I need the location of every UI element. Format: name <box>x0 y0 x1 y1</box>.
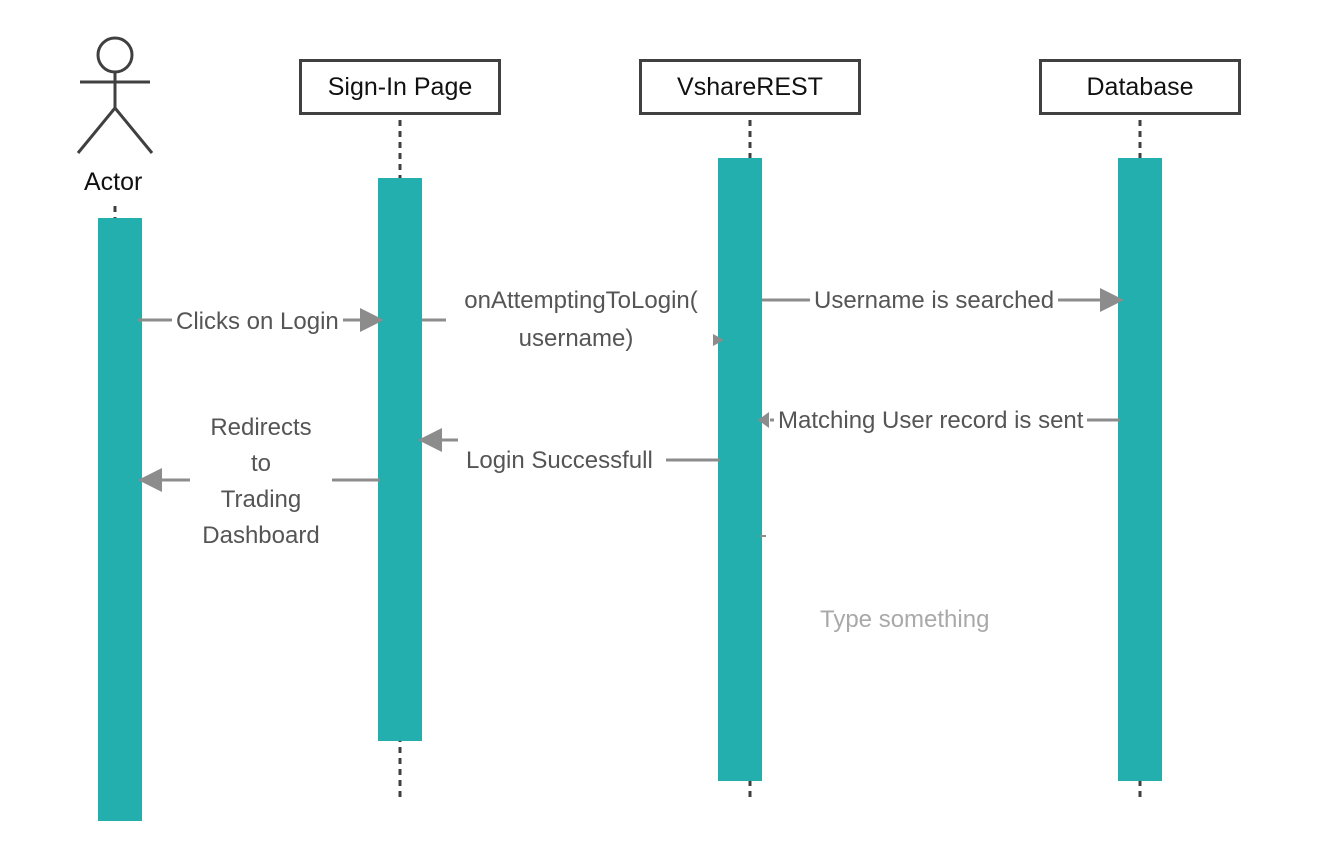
signin-activation-bar <box>378 178 422 741</box>
arrowhead-left-icon <box>418 428 442 452</box>
arrowhead-left-icon <box>758 412 769 428</box>
message-line: Redirects <box>210 414 312 441</box>
message-line: onAttemptingToLogin( <box>464 287 698 314</box>
vshare-activation-bar <box>718 158 762 781</box>
text-placeholder[interactable]: Type something <box>820 606 990 633</box>
participant-label: Database <box>1086 72 1194 101</box>
message-line: Trading <box>220 486 302 513</box>
arrowhead-left-icon <box>138 468 162 492</box>
message-matching-record: Matching User record is sent <box>774 406 1088 436</box>
arrowhead-right-icon <box>1100 288 1124 312</box>
participant-database: Database <box>1039 59 1241 115</box>
message-line: Dashboard <box>202 522 320 549</box>
arrowhead-right-icon <box>713 334 724 346</box>
participant-signin: Sign-In Page <box>299 59 501 115</box>
arrowhead-right-icon <box>360 308 384 332</box>
actor-label: Actor <box>84 168 143 196</box>
actor-figure <box>76 36 154 154</box>
message-attempt-login: onAttemptingToLogin( username) <box>450 286 712 354</box>
message-clicks-login: Clicks on Login <box>172 307 343 337</box>
message-line: username) <box>518 325 634 352</box>
message-redirect: Redirects to Trading Dashboard <box>190 410 332 554</box>
message-login-success: Login Successfull <box>462 446 657 476</box>
participant-vshare: VshareREST <box>639 59 861 115</box>
actor-activation-bar <box>98 218 142 821</box>
database-activation-bar <box>1118 158 1162 781</box>
participant-label: Sign-In Page <box>327 72 473 101</box>
participant-label: VshareREST <box>677 72 823 101</box>
message-line: to <box>250 450 271 477</box>
message-username-searched: Username is searched <box>810 286 1059 316</box>
